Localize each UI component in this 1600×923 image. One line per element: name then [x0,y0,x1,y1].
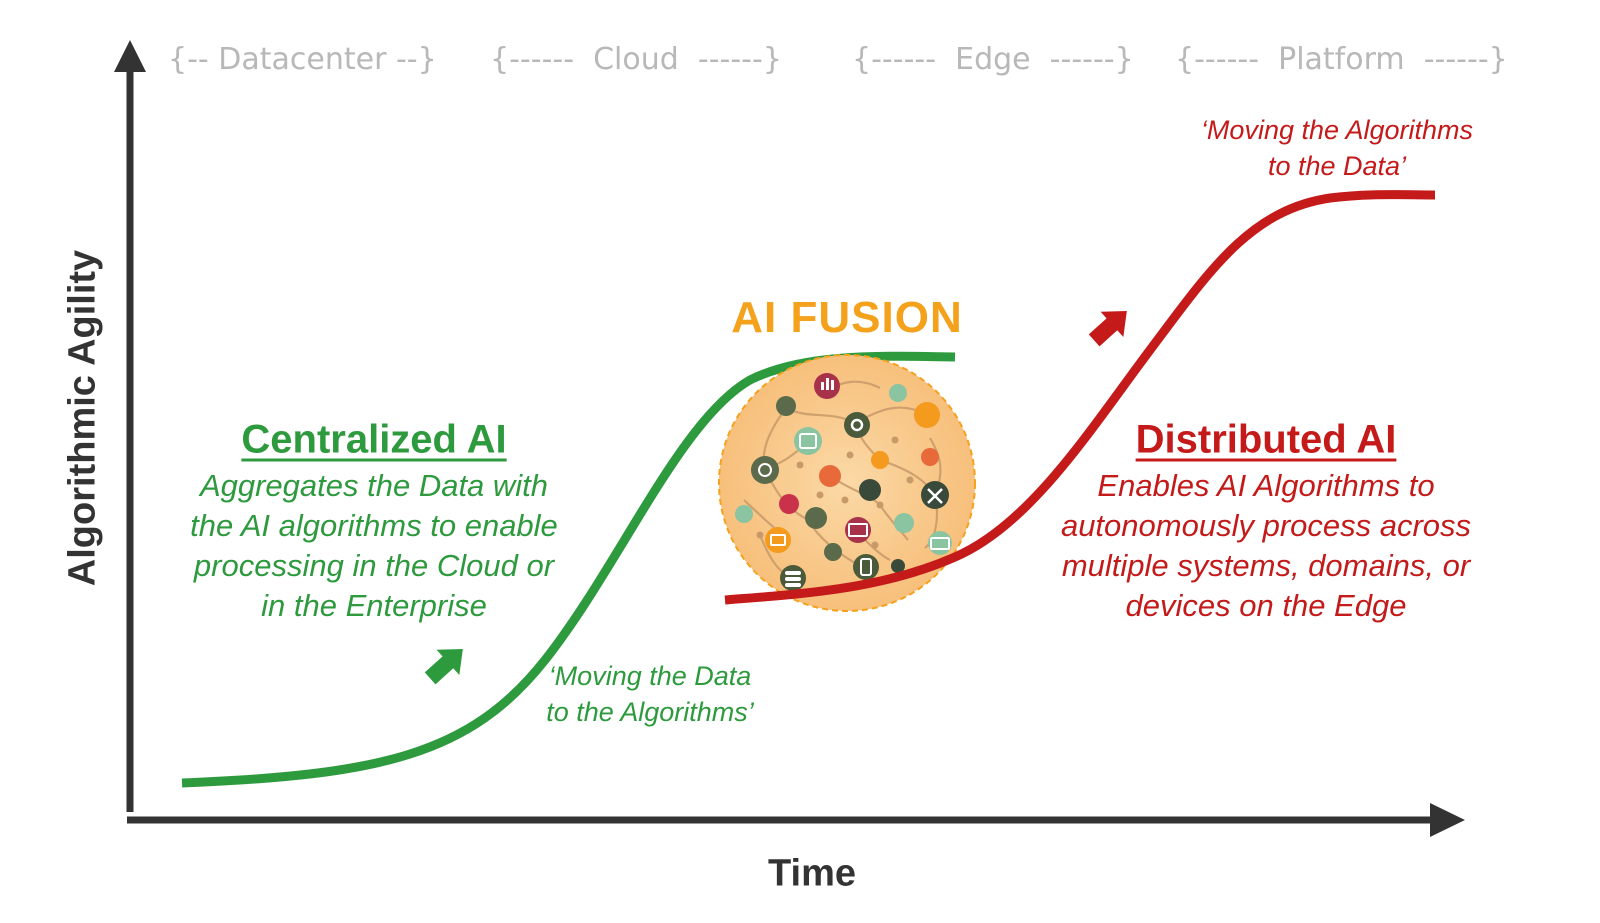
y-axis-arrow [114,40,146,72]
x-axis-label: Time [768,853,856,896]
centralized-quote-line: to the Algorithms’ [510,694,790,730]
dots-icon [805,507,827,529]
centralized-description-line: in the Enterprise [174,586,574,626]
chip-icon [859,479,881,501]
distributed-description-line: Enables AI Algorithms to [1036,466,1496,506]
y-axis-label: Algorithmic Agility [62,250,105,586]
distributed-quote: ‘Moving the Algorithms to the Data’ [1172,112,1502,184]
distributed-description-line: autonomously process across [1036,506,1496,546]
cursor-icon [819,465,841,487]
mail-icon [765,527,791,553]
era-label-edge: {------ Edge ------} [852,42,1134,77]
gear-icon [844,412,870,438]
globe-icon [751,456,779,484]
centralized-quote-line: ‘Moving the Data [510,658,790,694]
lock-icon [779,494,799,514]
thumb-icon [824,543,842,561]
centralized-description-line: the AI algorithms to enable [174,506,574,546]
distributed-quote-line: to the Data’ [1172,148,1502,184]
link-icon [894,513,914,533]
distributed-arrow-icon [1083,298,1138,353]
era-label-cloud: {------ Cloud ------} [490,42,782,77]
fusion-title: AI FUSION [731,293,962,343]
video-icon [871,451,889,469]
centralized-title: Centralized AI [241,418,506,463]
wifi-icon [921,448,939,466]
printer-icon [735,505,753,523]
centralized-description-line: Aggregates the Data with [174,466,574,506]
distributed-title: Distributed AI [1136,418,1397,463]
distributed-description: Enables AI Algorithms to autonomously pr… [1036,466,1496,626]
sun-icon [914,402,940,428]
cloud-icon [889,384,907,402]
laptop-icon [776,396,796,416]
centralized-description: Aggregates the Data with the AI algorith… [174,466,574,626]
era-label-datacenter: {-- Datacenter --} [168,42,437,77]
distributed-description-line: multiple systems, domains, or [1036,546,1496,586]
distributed-quote-line: ‘Moving the Algorithms [1172,112,1502,148]
phone-icon [853,554,879,580]
centralized-arrow-icon [419,636,474,691]
distributed-description-line: devices on the Edge [1036,586,1496,626]
fusion-network [719,355,975,611]
centralized-description-line: processing in the Cloud or [174,546,574,586]
x-axis-arrow [1430,803,1465,837]
centralized-quote: ‘Moving the Data to the Algorithms’ [510,658,790,730]
era-label-platform: {------ Platform ------} [1175,42,1508,77]
tablet-icon [794,427,822,455]
